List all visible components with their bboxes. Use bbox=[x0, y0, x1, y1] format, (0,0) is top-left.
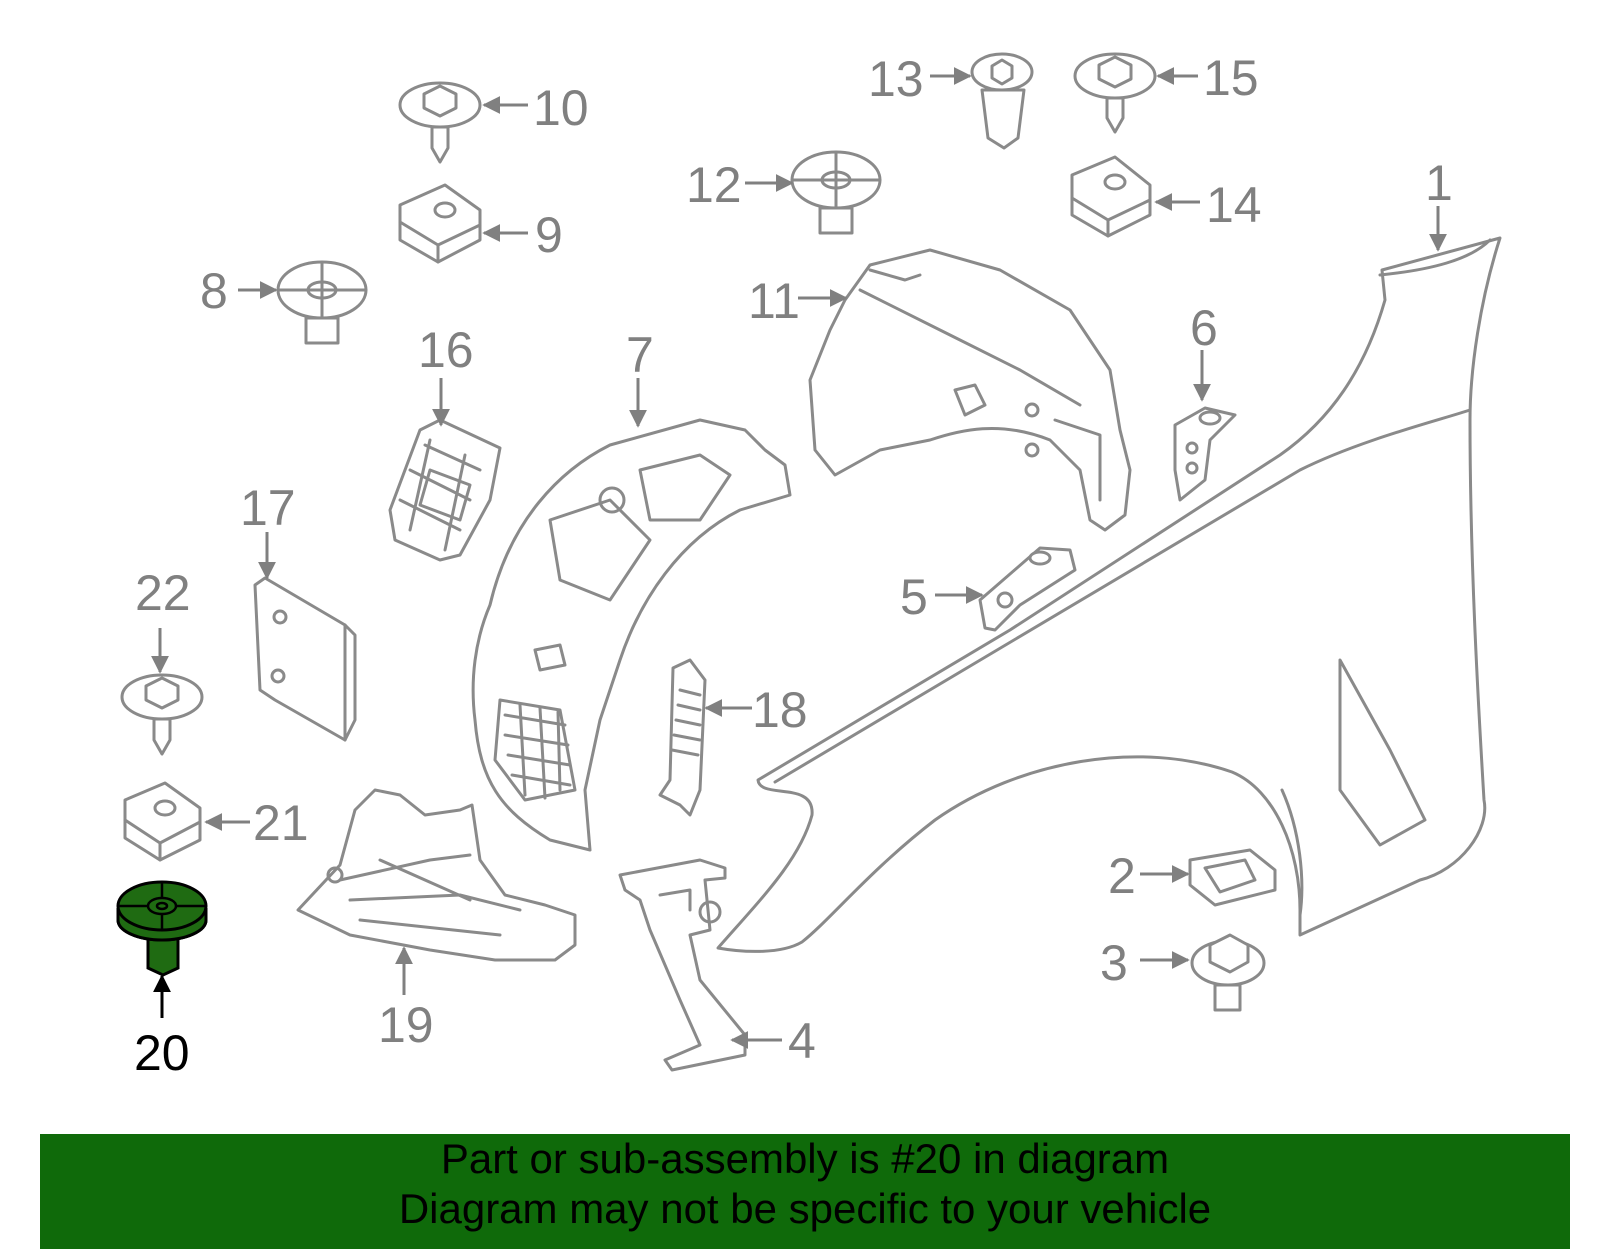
part-2-clip-nut bbox=[1188, 848, 1277, 907]
part-18-strip bbox=[658, 658, 707, 817]
part-4-bracket bbox=[618, 858, 747, 1072]
callout-14: 14 bbox=[1206, 177, 1262, 233]
callout-18: 18 bbox=[752, 682, 808, 738]
callout-11: 11 bbox=[748, 273, 800, 329]
callout-6: 6 bbox=[1190, 300, 1218, 356]
callout-5: 5 bbox=[900, 569, 928, 625]
callout-21: 21 bbox=[253, 795, 309, 851]
callout-20: 20 bbox=[134, 1025, 190, 1081]
part-8-rivet bbox=[276, 260, 368, 345]
banner-line-2: Diagram may not be specific to your vehi… bbox=[398, 1185, 1212, 1232]
part-5-bracket bbox=[978, 546, 1077, 632]
callout-1: 1 bbox=[1425, 155, 1453, 211]
part-20-rivet-highlighted bbox=[116, 880, 208, 977]
callout-22: 22 bbox=[135, 565, 191, 621]
callout-9: 9 bbox=[535, 207, 563, 263]
part-19-shield bbox=[296, 788, 577, 962]
callout-4: 4 bbox=[788, 1013, 816, 1069]
part-16-grille bbox=[388, 418, 502, 562]
part-9-clip-nut bbox=[398, 183, 482, 264]
leader-arrows bbox=[151, 67, 1447, 1049]
callout-3: 3 bbox=[1100, 935, 1128, 991]
callout-numbers: 1 2 3 4 5 6 7 8 9 10 11 12 13 14 15 16 1… bbox=[134, 50, 1453, 1081]
callout-15: 15 bbox=[1203, 50, 1259, 106]
part-1-fender bbox=[716, 236, 1502, 953]
part-7-wheel-liner bbox=[471, 418, 792, 852]
part-3-bolt bbox=[1190, 933, 1266, 1012]
part-6-bracket bbox=[1173, 406, 1237, 502]
part-info-banner: Part or sub-assembly is #20 in diagram D… bbox=[40, 1134, 1570, 1249]
parts-diagram: 1 2 3 4 5 6 7 8 9 10 11 12 13 14 15 16 1… bbox=[116, 50, 1502, 1081]
callout-19: 19 bbox=[378, 997, 434, 1053]
part-12-rivet bbox=[790, 150, 882, 235]
callout-7: 7 bbox=[626, 327, 654, 383]
part-14-clip-nut bbox=[1070, 155, 1152, 238]
callout-2: 2 bbox=[1108, 848, 1136, 904]
part-11-wheel-liner bbox=[808, 248, 1132, 532]
part-15-bolt bbox=[1073, 52, 1157, 134]
callout-16: 16 bbox=[418, 322, 474, 378]
callout-13: 13 bbox=[868, 51, 924, 107]
part-21-clip-nut bbox=[123, 781, 202, 862]
callout-8: 8 bbox=[200, 263, 228, 319]
part-13-expanding-nut bbox=[970, 52, 1034, 150]
callout-12: 12 bbox=[686, 157, 742, 213]
banner-line-1: Part or sub-assembly is #20 in diagram bbox=[440, 1135, 1170, 1182]
callout-10: 10 bbox=[533, 80, 589, 136]
part-22-bolt bbox=[120, 673, 204, 756]
callout-17: 17 bbox=[240, 480, 296, 536]
part-17-cover bbox=[253, 576, 357, 742]
part-10-bolt bbox=[398, 81, 482, 164]
